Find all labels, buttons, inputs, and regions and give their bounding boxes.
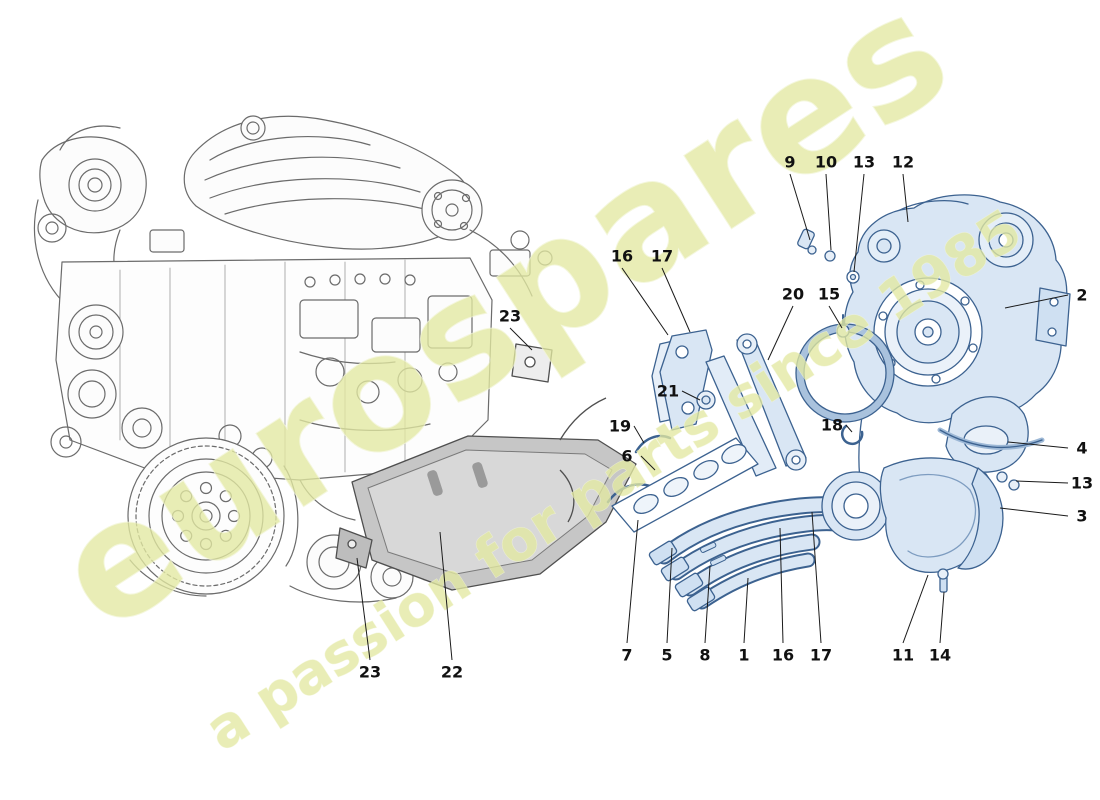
callout-23: 23 xyxy=(499,307,521,326)
sensor-part-9 xyxy=(797,228,815,250)
callout-16: 16 xyxy=(611,247,633,266)
engine-heat-shield-part-22 xyxy=(335,343,637,591)
callout-1: 1 xyxy=(738,646,749,665)
callout-21: 21 xyxy=(657,382,679,401)
leader-line-1 xyxy=(743,577,749,644)
callout-6: 6 xyxy=(621,447,632,466)
leader-line-16 xyxy=(779,527,784,644)
callout-22: 22 xyxy=(441,663,463,682)
callout-8: 8 xyxy=(699,646,710,665)
leader-line-5 xyxy=(666,547,673,644)
leader-line-19 xyxy=(633,425,645,444)
leader-line-11 xyxy=(902,574,929,644)
bracket-part-23-upper xyxy=(511,343,553,383)
callout-17: 17 xyxy=(810,646,832,665)
leader-line-8 xyxy=(704,565,711,644)
leader-lines xyxy=(356,173,1069,661)
leader-line-17 xyxy=(811,511,822,644)
leader-line-3 xyxy=(999,507,1069,517)
leader-line-21 xyxy=(681,390,701,401)
callout-15: 15 xyxy=(818,285,840,304)
callout-12: 12 xyxy=(892,153,914,172)
leader-line-6 xyxy=(640,455,656,471)
bolt-part-13 xyxy=(996,471,1008,483)
callout-13: 13 xyxy=(1071,474,1093,493)
leader-line-15 xyxy=(828,305,843,329)
turbocharger-assembly xyxy=(843,194,1071,495)
leader-line-18 xyxy=(845,424,853,433)
leader-line-10 xyxy=(825,173,832,251)
nut-part-10 xyxy=(824,250,836,262)
small-fasteners xyxy=(606,228,864,504)
turbo-heat-shields xyxy=(879,457,1020,593)
callout-9: 9 xyxy=(784,153,795,172)
clamp-part-18 xyxy=(840,424,864,446)
highlighted-parts xyxy=(606,194,1071,612)
leader-line-14 xyxy=(939,591,945,644)
manifold-gasket xyxy=(611,437,759,533)
callout-23: 23 xyxy=(359,663,381,682)
leader-line-23 xyxy=(356,557,371,661)
callout-14: 14 xyxy=(929,646,951,665)
callout-19: 19 xyxy=(609,417,631,436)
callout-13: 13 xyxy=(853,153,875,172)
bracket-part-23-lower xyxy=(335,527,373,569)
leader-line-12 xyxy=(902,173,909,223)
leader-line-17 xyxy=(661,267,691,333)
catalyst-outlet-section xyxy=(937,396,1045,473)
leader-line-20 xyxy=(767,305,794,361)
heat-shield-part-3 xyxy=(957,467,1004,570)
leader-line-7 xyxy=(626,519,639,644)
callout-2: 2 xyxy=(1076,286,1087,305)
leader-line-16 xyxy=(621,267,669,336)
callout-11: 11 xyxy=(892,646,914,665)
callout-7: 7 xyxy=(621,646,632,665)
callout-17: 17 xyxy=(651,247,673,266)
seal-part-7 xyxy=(606,483,652,504)
leader-line-9 xyxy=(789,173,811,241)
callout-20: 20 xyxy=(782,285,804,304)
leader-line-22 xyxy=(439,531,453,661)
exhaust-manifold xyxy=(648,471,891,612)
leader-line-2 xyxy=(1004,294,1069,309)
callout-labels: 9 10 13 12 16 17 20 15 2 23 21 19 18 4 6 13 3 7 5 8 1 16 17 11 1… xyxy=(359,153,1093,682)
engine-line-art xyxy=(33,115,553,603)
support-arm xyxy=(696,333,807,477)
callout-5: 5 xyxy=(661,646,672,665)
callout-3: 3 xyxy=(1076,507,1087,526)
leader-line-13 xyxy=(853,173,865,273)
leader-line-13 xyxy=(1015,480,1069,484)
callout-16: 16 xyxy=(772,646,794,665)
callout-18: 18 xyxy=(821,416,843,435)
callout-10: 10 xyxy=(815,153,837,172)
clip-part-19 xyxy=(634,434,672,454)
stud-part-8 xyxy=(700,541,717,553)
callout-4: 4 xyxy=(1076,439,1087,458)
leader-line-23 xyxy=(509,327,533,351)
leader-line-4 xyxy=(1007,441,1069,449)
